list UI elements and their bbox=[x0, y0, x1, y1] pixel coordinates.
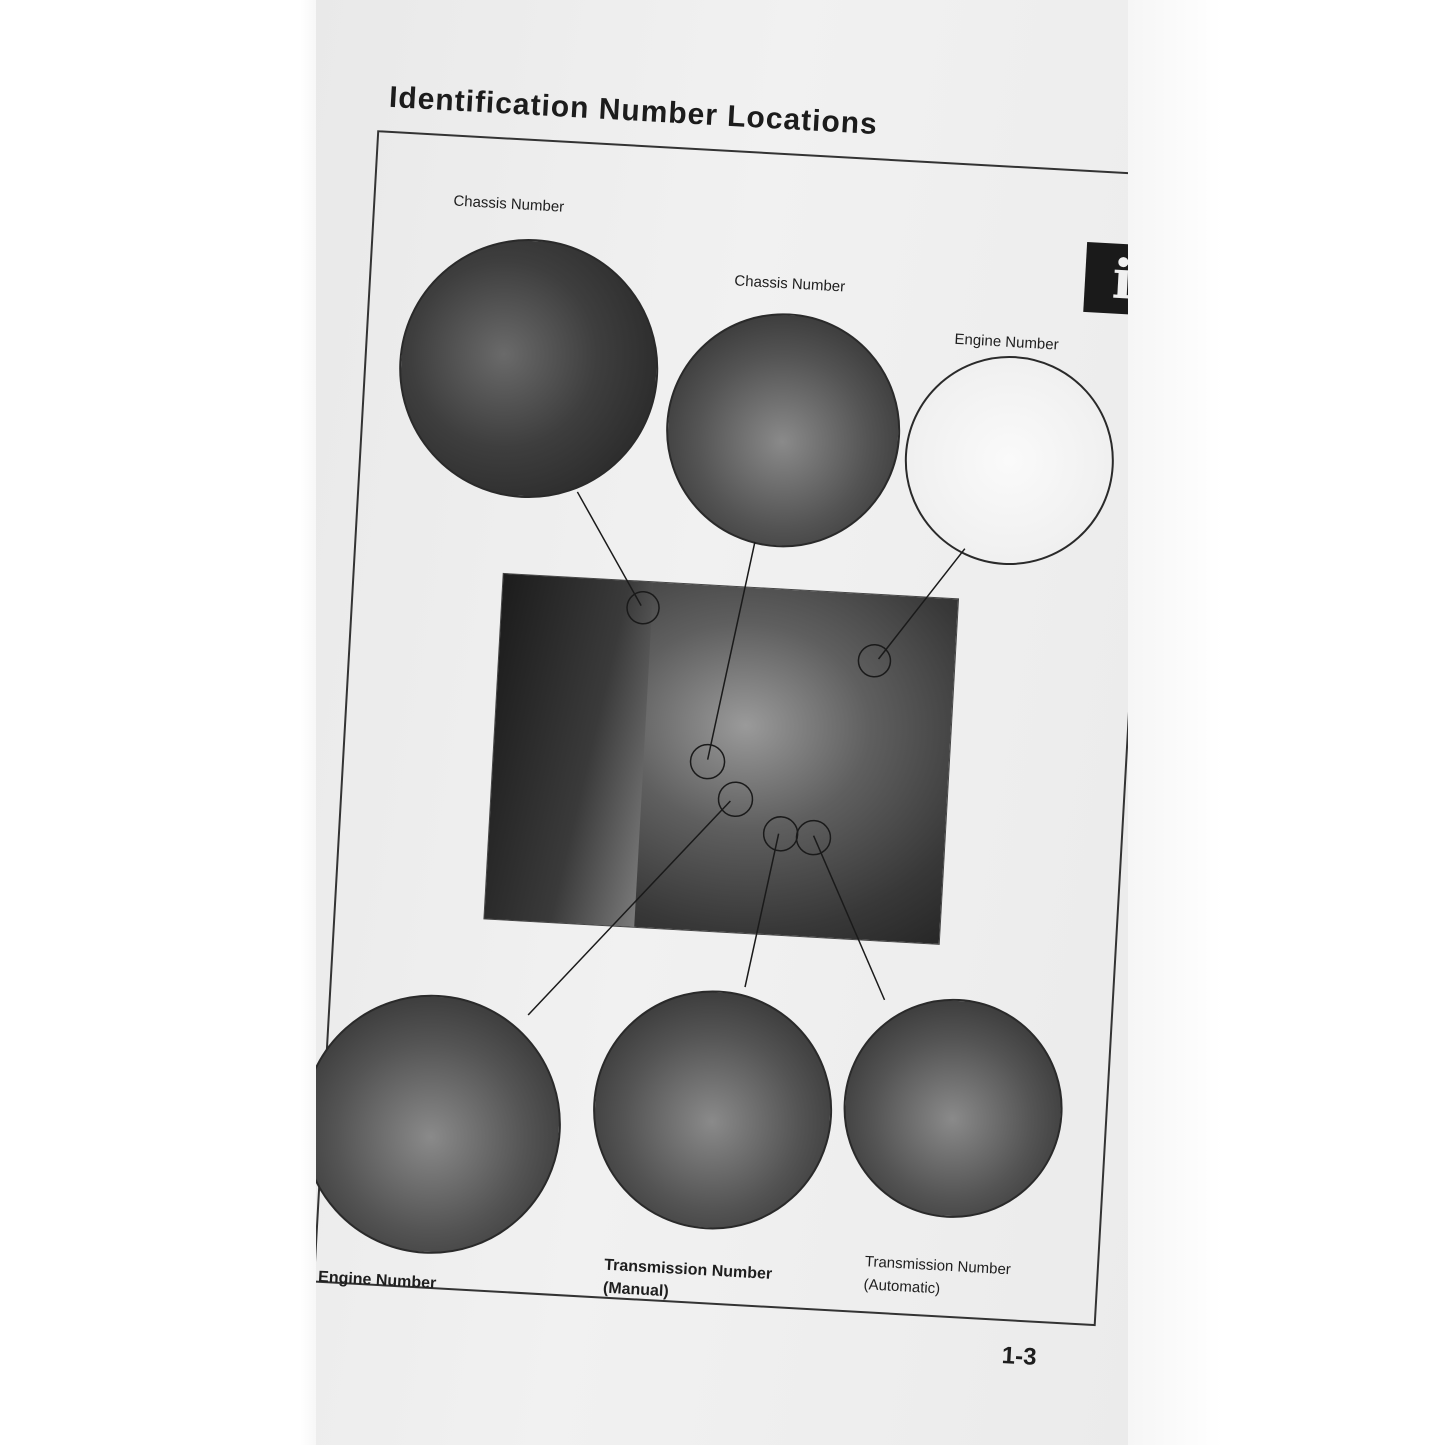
leader-line-chassis-left bbox=[576, 491, 642, 607]
callout-chassis-center bbox=[689, 743, 726, 780]
callout-chassis-left bbox=[626, 591, 660, 625]
callout-engine-bottom bbox=[717, 781, 754, 817]
page-content: Identification Number Locations i Chassi… bbox=[316, 0, 1128, 1445]
leader-line-trans-manual bbox=[744, 833, 780, 988]
leader-line-trans-auto bbox=[812, 835, 886, 1001]
leader-lines bbox=[527, 491, 966, 1016]
callout-engine-top bbox=[857, 644, 892, 678]
leader-line-chassis-center bbox=[706, 541, 756, 760]
callout-trans-auto bbox=[795, 819, 832, 856]
leader-line-engine-bottom bbox=[527, 800, 731, 1016]
background-surface bbox=[1128, 0, 1445, 1445]
manual-page: Identification Number Locations i Chassi… bbox=[316, 0, 1128, 1445]
page-number: 1-3 bbox=[1001, 1342, 1038, 1371]
leader-line-engine-top bbox=[877, 548, 966, 660]
label-transmission-manual-line2: (Manual) bbox=[602, 1279, 670, 1301]
callout-trans-manual bbox=[762, 816, 799, 852]
